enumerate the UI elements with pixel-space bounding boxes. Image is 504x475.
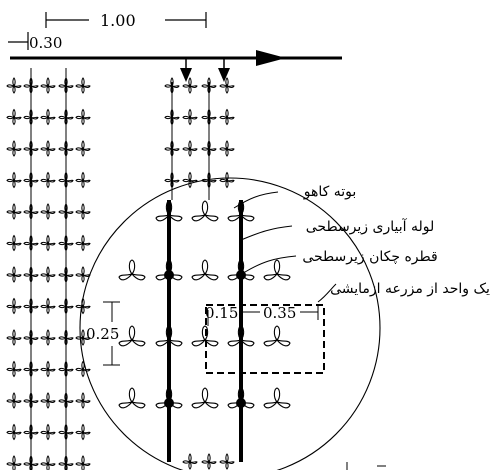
experimental-unit-box (205, 304, 325, 374)
dim-row-spacing: 0.25 (86, 325, 119, 343)
lettuce-plant-icon (75, 361, 91, 377)
lettuce-plant-icon (75, 140, 91, 157)
top-dimension: 1.00 (45, 11, 207, 30)
dim-offset-left: 0.30 (29, 34, 62, 52)
lettuce-plant-icon (6, 266, 22, 283)
lettuce-plant-icon (40, 329, 56, 346)
lettuce-plant-icon (182, 109, 198, 125)
lettuce-plant-icon (40, 455, 56, 472)
label-lettuce-plant: بوته کاهو (303, 184, 357, 200)
lettuce-plant-icon (6, 455, 22, 472)
label-experimental-unit: یک واحد از مزرعه ازمایشی (330, 281, 490, 297)
lettuce-plant-icon (40, 298, 56, 314)
inner-dimensions: 0.15 0.35 (205, 304, 319, 326)
leader-lines (233, 191, 337, 303)
lettuce-plant-icon (118, 387, 146, 409)
lettuce-plant-icon (191, 200, 219, 222)
down-arrows (180, 58, 230, 82)
lettuce-plant-icon (201, 453, 217, 470)
lettuce-plant-icon (6, 109, 22, 125)
lettuce-plant-icon (40, 361, 56, 377)
lettuce-plant-icon (75, 203, 91, 220)
drippers (164, 270, 246, 408)
dim-spacing-top: 1.00 (100, 11, 136, 30)
lettuce-plant-icon (6, 361, 22, 377)
lettuce-plant-icon (6, 235, 22, 251)
lettuce-plant-icon (40, 140, 56, 157)
lettuce-plant-icon (263, 325, 291, 347)
lettuce-plant-icon (75, 424, 91, 440)
lettuce-plant-icon (6, 203, 22, 220)
lettuce-plant-icon (75, 235, 91, 251)
lettuce-plant-icon (40, 235, 56, 251)
plant-grid-left (6, 77, 91, 472)
lettuce-plant-icon (40, 203, 56, 220)
lettuce-plant-icon (191, 387, 219, 409)
lettuce-plant-icon (263, 387, 291, 409)
lettuce-plant-icon (219, 77, 235, 94)
lettuce-plant-icon (219, 140, 235, 157)
label-subsurface-pipe: لوله آبیاری زیرسطحی (306, 218, 434, 235)
lettuce-plant-icon (219, 109, 235, 125)
lettuce-plant-icon (182, 77, 198, 94)
lettuce-plant-icon (40, 266, 56, 283)
row-spacing-dimension: 0.25 (86, 301, 120, 366)
flow-arrow (10, 50, 342, 66)
subsurface-pipes (167, 200, 243, 462)
lettuce-plant-icon (182, 453, 198, 470)
lettuce-plant-icon (6, 172, 22, 188)
lettuce-plant-icon (6, 77, 22, 94)
dim-plot-width: 0.35 (263, 304, 296, 322)
left-offset-dimension: 0.30 (8, 32, 62, 52)
dim-emitter-gap: 0.15 (205, 304, 238, 322)
lettuce-plant-icon (6, 329, 22, 346)
lettuce-plant-icon (40, 172, 56, 188)
lettuce-plant-icon (6, 424, 22, 440)
lettuce-plant-icon (182, 140, 198, 157)
label-subsurface-dripper: قطره چکان زیرسطحی (302, 249, 437, 265)
lettuce-plant-icon (40, 109, 56, 125)
lettuce-plant-icon (118, 259, 146, 281)
left-laterals (30, 68, 210, 470)
lettuce-plant-icon (40, 77, 56, 94)
lettuce-plant-icon (263, 259, 291, 281)
lettuce-plant-icon (75, 172, 91, 188)
lettuce-plant-icon (6, 140, 22, 157)
lettuce-plant-icon (6, 392, 22, 409)
lettuce-plant-icon (40, 392, 56, 409)
lettuce-plant-icon (75, 77, 91, 94)
lettuce-plant-icon (219, 172, 235, 188)
lettuce-plant-icon (75, 109, 91, 125)
lettuce-plant-icon (40, 424, 56, 440)
lettuce-plant-icon (75, 392, 91, 409)
plant-grid-middle (164, 77, 235, 470)
lettuce-plant-icon (6, 298, 22, 314)
lettuce-plant-icon (219, 453, 235, 470)
magnified-view-circle (79, 177, 381, 475)
lettuce-plant-icon (191, 259, 219, 281)
bottom-marks (346, 462, 386, 470)
lettuce-plant-icon (118, 325, 146, 347)
lettuce-plant-icon (75, 455, 91, 472)
